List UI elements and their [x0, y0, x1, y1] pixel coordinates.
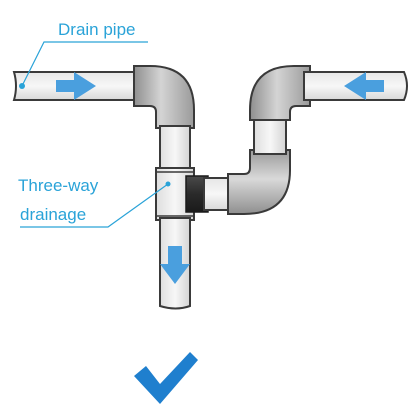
drain-pipe-leader: [21, 41, 148, 87]
checkmark-icon: [134, 352, 198, 404]
arrow-right-icon: [56, 72, 96, 100]
left-elbow-fitting: [133, 65, 195, 129]
three-way-label-line2: drainage: [20, 205, 87, 224]
callout-leaders: [20, 41, 171, 228]
upper-right-elbow-fitting: [249, 65, 311, 121]
arrow-down-icon: [160, 246, 190, 284]
three-way-leader: [20, 183, 169, 228]
vertical-pipe-upper: [159, 125, 191, 173]
arrow-left-icon: [344, 72, 384, 100]
lower-right-elbow-fitting: [227, 149, 291, 215]
drain-pipe-label: Drain pipe: [58, 20, 136, 39]
vertical-pipe-right: [253, 117, 287, 155]
three-way-label-line1: Three-way: [18, 176, 99, 195]
